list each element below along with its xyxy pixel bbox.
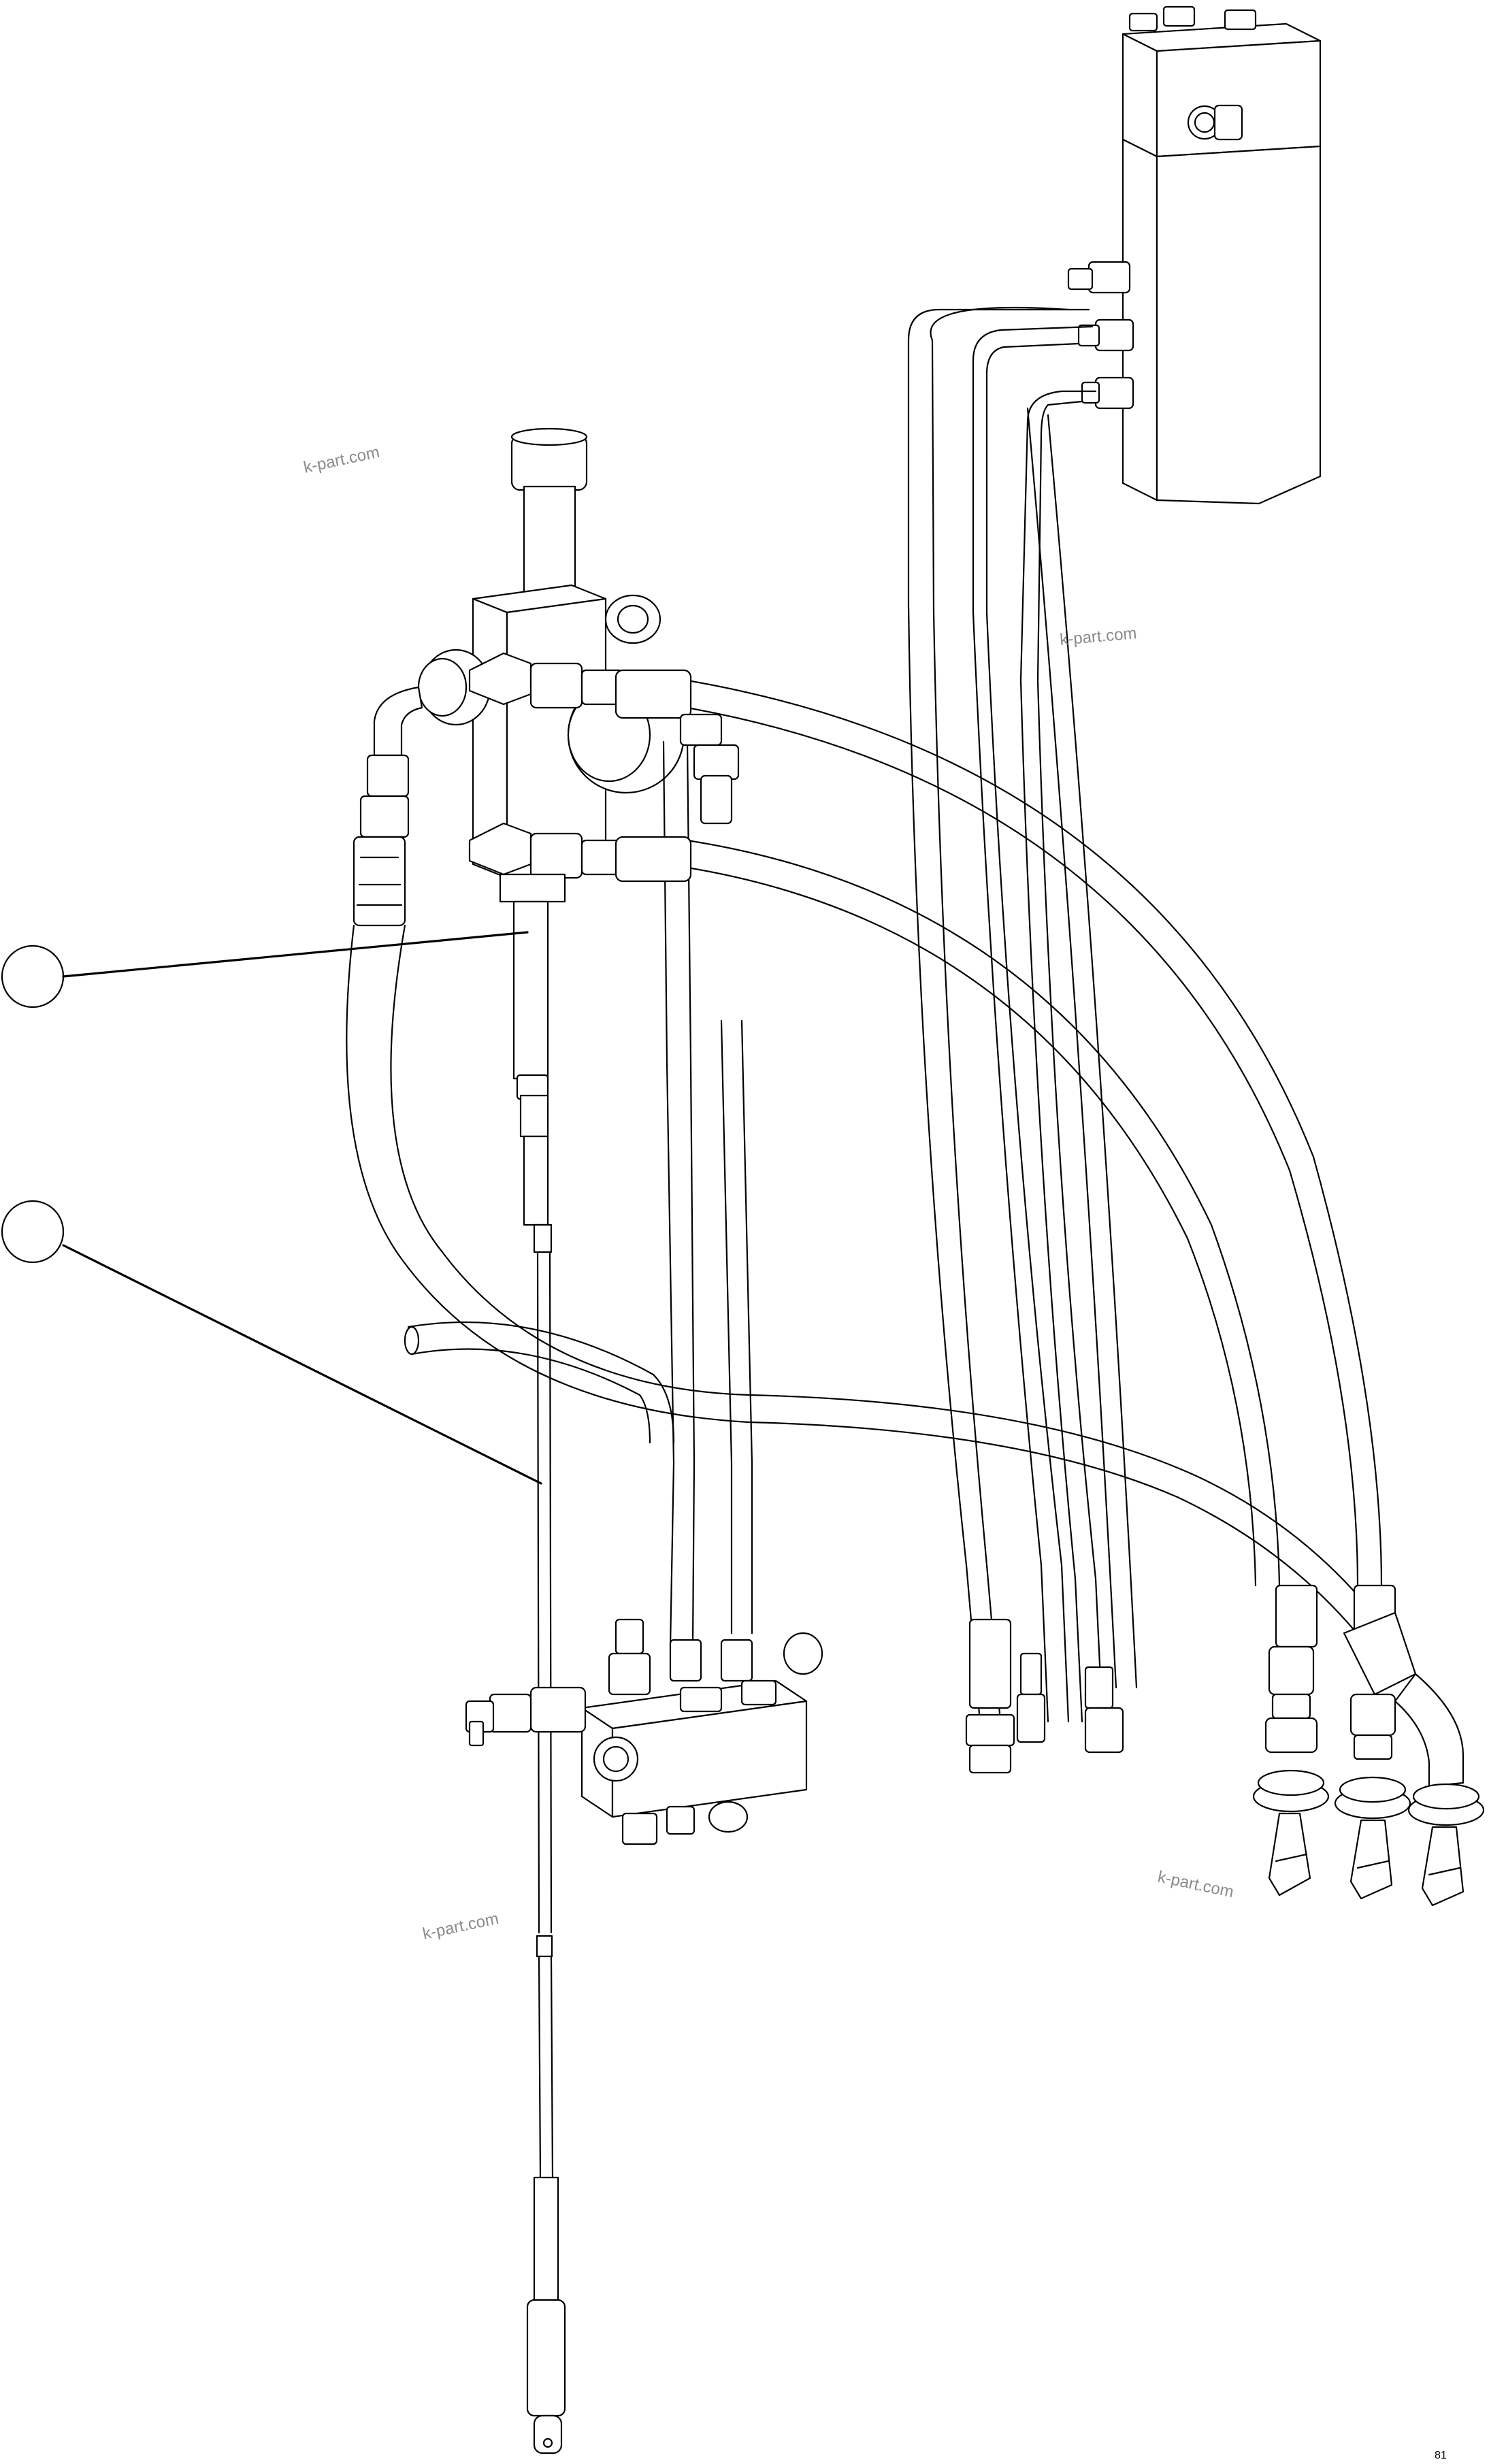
callout-2-bubble (1, 1200, 65, 1264)
hose-fittings-upper (615, 669, 740, 883)
callout-1-leader (1, 931, 529, 1008)
callout-2-leader (1, 1200, 542, 1485)
central-valve-assembly (353, 427, 685, 1253)
right-fitting-cluster (1252, 1584, 1485, 1907)
watermark: k-part.com (1059, 624, 1137, 649)
watermark: k-part.com (1156, 1867, 1235, 1901)
upper-valve-block (1067, 5, 1322, 505)
drawing-code: 81 (1435, 2450, 1447, 2461)
lower-manifold-block (465, 1618, 823, 1845)
watermark: k-part.com (421, 1909, 500, 1943)
rigid-tubes (907, 306, 1138, 1723)
vertical-rod (526, 1251, 566, 2454)
callout-1-bubble (1, 944, 65, 1008)
flexible-hoses (346, 679, 1390, 1648)
watermark: k-part.com (302, 443, 381, 477)
tube-end-fittings (965, 1618, 1124, 1774)
